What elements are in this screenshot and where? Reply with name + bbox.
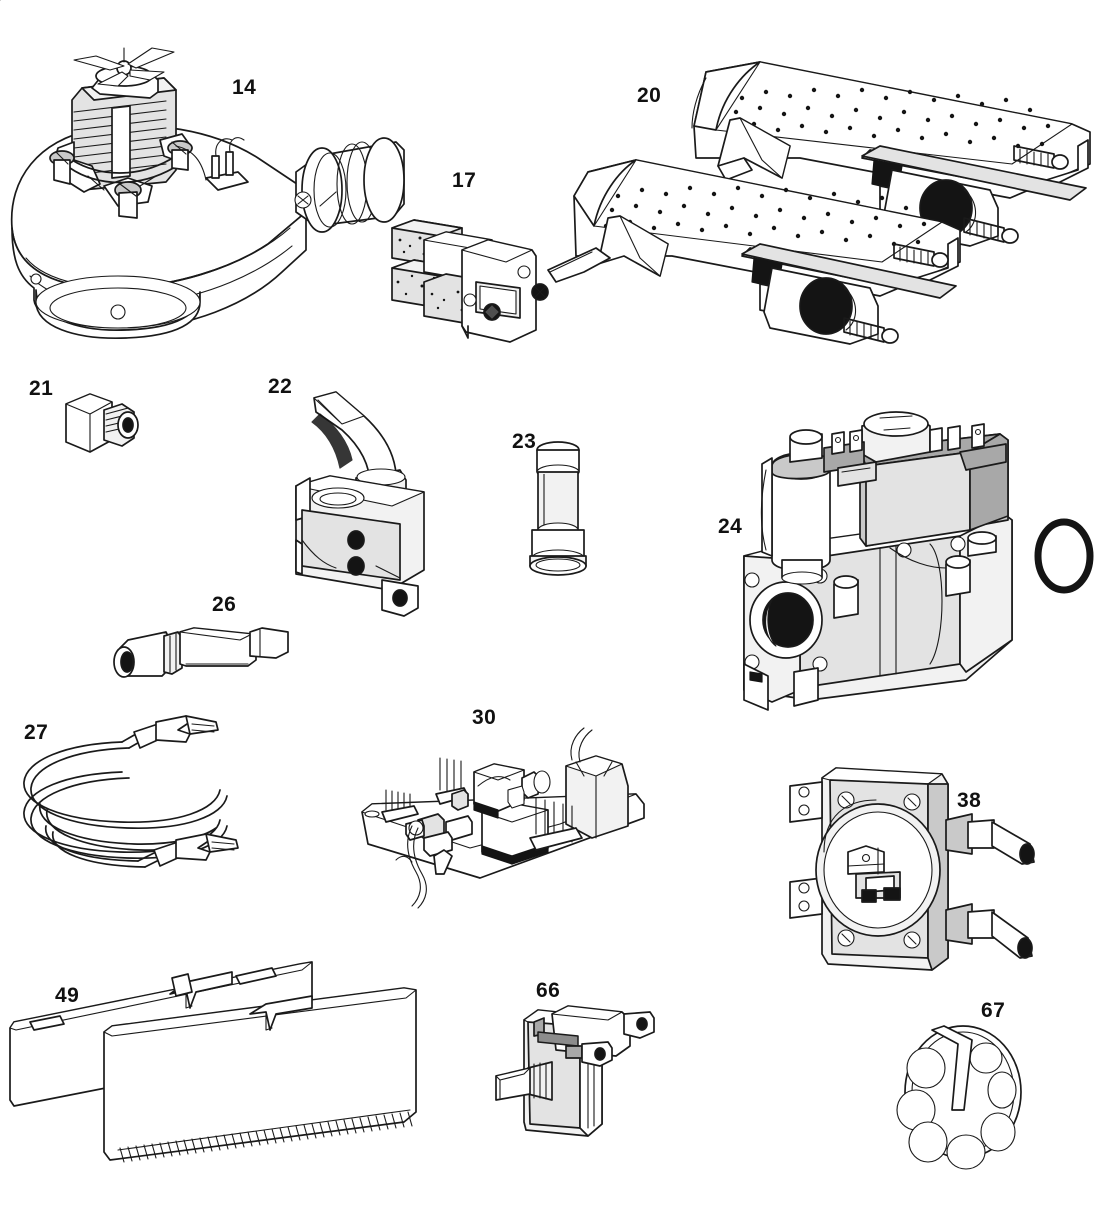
part-27-ignition-lead	[23, 715, 239, 868]
part-49-baffle-plates	[9, 961, 417, 1163]
part-30-control-board	[361, 727, 645, 909]
part-20-burner-tubes	[547, 61, 1091, 345]
callout-66: 66	[536, 979, 561, 1002]
part-24-gas-valve	[743, 411, 1094, 711]
callout-30: 30	[472, 706, 497, 729]
callout-14: 14	[232, 76, 257, 99]
callout-21: 21	[29, 377, 54, 400]
callout-24: 24	[718, 515, 743, 538]
callout-38: 38	[957, 789, 982, 812]
callout-17: 17	[452, 169, 477, 192]
part-23-nozzle-bushing	[529, 441, 587, 576]
callout-27: 27	[24, 721, 49, 744]
part-22-pilot-bracket	[295, 391, 425, 617]
callout-67: 67	[981, 999, 1006, 1022]
callout-26: 26	[212, 593, 237, 616]
part-17-insulation-plates	[391, 219, 549, 343]
part-67-restrictor-disc	[896, 1025, 1022, 1170]
callout-49: 49	[55, 984, 80, 1007]
part-38-pressure-switch	[789, 767, 1035, 971]
callout-23: 23	[512, 430, 537, 453]
part-26-flame-probe	[113, 627, 289, 678]
part-66-limit-switch	[495, 1005, 655, 1137]
part-14-blower-assembly	[10, 47, 405, 340]
callout-22: 22	[268, 375, 293, 398]
callout-20: 20	[637, 84, 662, 107]
part-21-orifice-fitting	[65, 393, 139, 453]
